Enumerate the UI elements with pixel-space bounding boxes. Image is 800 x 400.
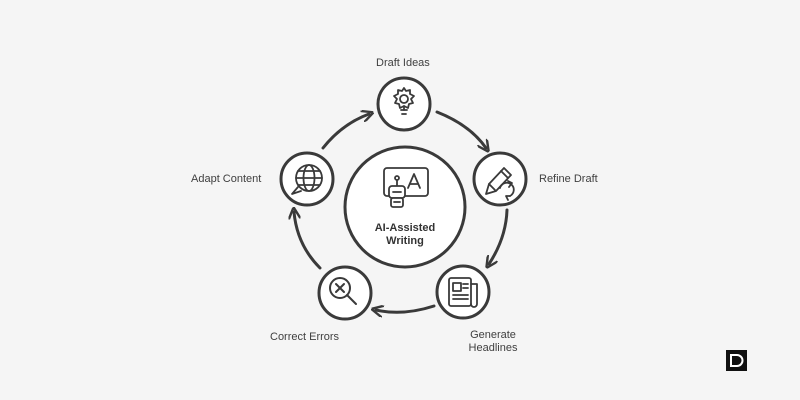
step-node-generate-headlines — [435, 264, 491, 320]
center-title-line1: AI-Assisted — [374, 222, 436, 234]
center-node — [343, 145, 467, 269]
magnifier-x-icon — [329, 277, 357, 305]
step-label-adapt-content: Adapt Content — [191, 173, 262, 185]
logo-badge-icon — [726, 350, 747, 371]
step-label-generate-headlines-line1: Generate — [470, 329, 516, 341]
newspaper-icon — [448, 277, 478, 308]
arrow-errors-to-adapt — [294, 212, 322, 270]
center-title: AI-Assisted Writing — [360, 222, 450, 248]
lightbulb-gear-icon — [393, 87, 415, 115]
step-node-refine-draft — [472, 151, 528, 207]
ai-robot-writing-icon — [383, 167, 429, 208]
step-label-generate-headlines: Generate Headlines — [458, 329, 528, 355]
step-node-correct-errors — [317, 265, 373, 321]
cycle-arrows — [294, 110, 509, 312]
arrow-adapt-to-draft — [321, 114, 369, 150]
arrow-draft-to-refine — [435, 110, 486, 148]
center-title-line2: Writing — [386, 235, 424, 247]
arrow-refine-to-headlines — [489, 208, 509, 264]
step-node-adapt-content — [279, 151, 335, 207]
globe-chat-icon — [291, 164, 323, 195]
pencil-refresh-icon — [485, 167, 515, 201]
step-label-refine-draft: Refine Draft — [539, 173, 598, 185]
step-label-generate-headlines-line2: Headlines — [468, 342, 518, 354]
step-node-draft-ideas — [376, 76, 432, 132]
step-label-draft-ideas: Draft Ideas — [376, 57, 430, 69]
arrow-headlines-to-errors — [376, 304, 436, 312]
step-label-correct-errors: Correct Errors — [270, 331, 340, 343]
